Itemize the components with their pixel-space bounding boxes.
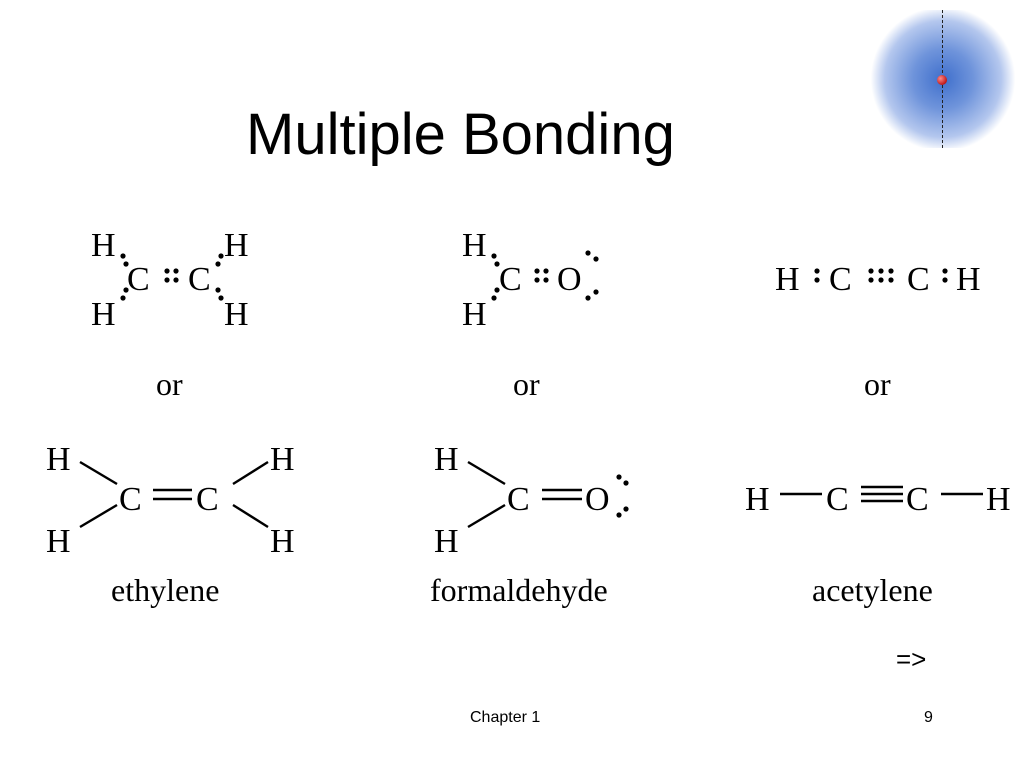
ethylene-h2: H [46, 523, 71, 560]
next-slide-link[interactable]: => [896, 644, 927, 674]
acetylene-lewis-c2: C [907, 261, 930, 298]
ethylene-lewis-h2: H [91, 296, 116, 333]
acetylene-line-structure: H C C H [745, 481, 1011, 518]
formaldehyde-bonds [467, 460, 582, 529]
acetylene-electron-dots [814, 268, 948, 283]
ethylene-lewis-h4: H [224, 296, 249, 333]
footer-chapter: Chapter 1 [470, 709, 541, 726]
formaldehyde-h1: H [434, 441, 459, 478]
formaldehyde-lewis-c: C [499, 261, 522, 298]
ethylene-electron-dots [120, 253, 224, 301]
ethylene-h3: H [270, 441, 295, 478]
formaldehyde-h2: H [434, 523, 459, 560]
acetylene-lewis-c1: C [829, 261, 852, 298]
formaldehyde-or-label: or [513, 366, 540, 402]
acetylene-c1: C [826, 481, 849, 518]
slide-title: Multiple Bonding [246, 102, 675, 167]
formaldehyde-o: O [585, 481, 610, 518]
formaldehyde-c: C [507, 481, 530, 518]
acetylene-lewis-structure: H C C H [775, 261, 981, 298]
acetylene-lewis-h1: H [775, 261, 800, 298]
ethylene-lewis-h3: H [224, 227, 249, 264]
ethylene-label: ethylene [111, 572, 220, 608]
ethylene-h1: H [46, 441, 71, 478]
acetylene-or-label: or [864, 366, 891, 402]
acetylene-h2: H [986, 481, 1011, 518]
ethylene-c2: C [196, 481, 219, 518]
formaldehyde-lewis-h1: H [462, 227, 487, 264]
ethylene-line-structure: H H C C H H [46, 441, 295, 560]
formaldehyde-oxygen-lone-pairs [616, 474, 629, 518]
formaldehyde-lewis-h2: H [462, 296, 487, 333]
page-number: 9 [924, 709, 933, 726]
ethylene-lewis-c1: C [127, 261, 150, 298]
acetylene-bonds [780, 485, 983, 503]
formaldehyde-electron-dots [491, 250, 599, 301]
acetylene-label: acetylene [812, 572, 933, 608]
ethylene-lewis-h1: H [91, 227, 116, 264]
ethylene-h4: H [270, 523, 295, 560]
atom-orbital-image [870, 10, 1016, 148]
acetylene-h1: H [745, 481, 770, 518]
ethylene-lewis-c2: C [188, 261, 211, 298]
ethylene-lewis-structure: H H C C H H [91, 227, 249, 333]
ethylene-bonds [79, 460, 269, 529]
formaldehyde-lewis-structure: H H C O [462, 227, 599, 333]
nucleus-dot [937, 75, 947, 85]
formaldehyde-lewis-o: O [557, 261, 582, 298]
acetylene-c2: C [906, 481, 929, 518]
ethylene-or-label: or [156, 366, 183, 402]
formaldehyde-line-structure: H H C O [434, 441, 629, 560]
ethylene-c1: C [119, 481, 142, 518]
formaldehyde-label: formaldehyde [430, 572, 608, 608]
acetylene-lewis-h2: H [956, 261, 981, 298]
